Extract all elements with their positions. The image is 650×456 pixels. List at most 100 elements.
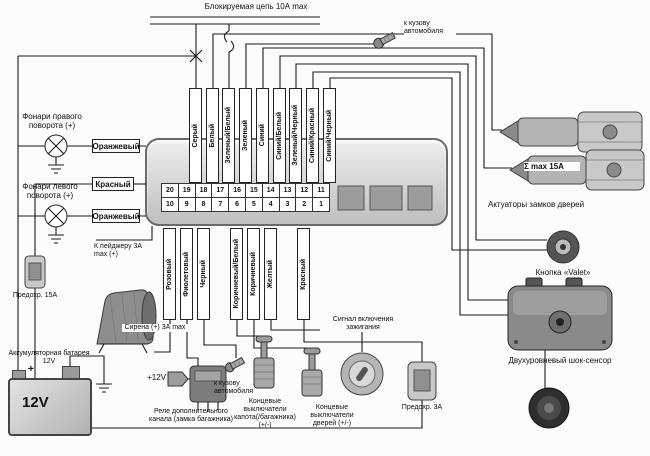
fuse-3a-label: Предохр. 3А xyxy=(401,404,443,411)
ground-icon xyxy=(48,227,64,244)
pin: 16 xyxy=(228,183,246,198)
shock-sensor-mic xyxy=(528,387,570,429)
fuse-3a xyxy=(407,361,437,401)
siren xyxy=(96,289,157,354)
body-bolt-icon xyxy=(224,356,246,373)
wire-label-text: Желтый xyxy=(267,259,274,289)
wire-label-top: Белый xyxy=(206,88,219,183)
pin: 2 xyxy=(295,197,314,212)
unit-connectors xyxy=(337,185,433,211)
label-text: Оранжевый xyxy=(92,141,140,151)
wire-label-top: Зеленый xyxy=(239,88,252,183)
orange-wire-label: Оранжевый xyxy=(92,209,140,223)
right-turn-lamp-icon xyxy=(44,134,68,158)
pin: 1 xyxy=(312,197,330,212)
wire-label-text: Розовый xyxy=(166,258,173,290)
pin-strip: 20 19 18 17 16 15 14 13 12 11 10 9 8 7 6… xyxy=(161,183,330,212)
plus12v-label: +12V xyxy=(147,373,166,382)
valet-label: Кнопка «Valet» xyxy=(535,268,591,277)
ground-icon xyxy=(69,355,112,393)
to-body-label-top: к кузову автомобиля xyxy=(404,20,456,37)
wire-label-bottom: Коричневый xyxy=(247,228,260,320)
pin: 12 xyxy=(295,183,314,198)
wire-label-text: Красный xyxy=(300,258,307,290)
door-switch xyxy=(301,347,323,397)
actuators-label: Актуаторы замков дверей xyxy=(488,200,585,209)
pin: 18 xyxy=(194,183,213,198)
hood-switches-label: Концевые выключатели капота(/багажника) … xyxy=(234,398,296,430)
wire-label-text: Белый xyxy=(209,123,216,148)
pin: 10 xyxy=(161,197,179,212)
pin: 7 xyxy=(211,197,230,212)
wire-label-bottom: Красный xyxy=(297,228,310,320)
left-turn-lamp-icon xyxy=(44,204,68,228)
wire-label-bottom: Розовый xyxy=(163,228,176,320)
orange-wire-label: Оранжевый xyxy=(92,139,140,153)
pin: 15 xyxy=(244,183,263,198)
fuse-15a xyxy=(24,255,46,289)
sum-current-label: Σ max 15A xyxy=(524,162,580,172)
ground-icon xyxy=(48,157,64,174)
wire-label-top: Синий/Черный xyxy=(323,88,336,183)
pin: 4 xyxy=(261,197,280,212)
left-turn-label: Фонари левого поворота (+) xyxy=(22,182,78,201)
pin: 8 xyxy=(194,197,213,212)
door-switches-label: Концевые выключатели дверей (+/-) xyxy=(310,404,354,428)
battery-plus-sign: + xyxy=(28,364,34,375)
wire-cut-icon xyxy=(223,30,230,43)
ignition-label: Сигнал включения зажигания xyxy=(320,316,406,333)
wire-label-text: Зеленый/Белый xyxy=(225,107,232,164)
ignition-switch xyxy=(340,352,384,396)
wire-label-bottom: Фиолетовый xyxy=(180,228,193,320)
battery-voltage: 12V xyxy=(22,394,49,411)
shock-sensor xyxy=(507,277,613,351)
label-text: Красный xyxy=(95,179,131,189)
valet-button xyxy=(546,230,580,264)
wire-label-text: Синий/Белый xyxy=(276,111,283,160)
wire-label-text: Синий/Красный xyxy=(309,108,316,163)
pin: 14 xyxy=(261,183,280,198)
wire-label-top: Зеленый/Белый xyxy=(222,88,235,183)
relay-label: Реле дополнительного канала (замка багаж… xyxy=(148,408,234,424)
wire-label-text: Зеленый/Черный xyxy=(292,105,299,166)
wire-label-top: Зеленый/Черный xyxy=(289,88,302,183)
plus12v-plug-icon xyxy=(167,371,189,387)
wire-label-text: Серый xyxy=(192,123,199,148)
wire-label-bottom: Желтый xyxy=(264,228,277,320)
pin: 11 xyxy=(312,183,330,198)
pin: 5 xyxy=(244,197,263,212)
pin: 3 xyxy=(278,197,297,212)
pin: 17 xyxy=(211,183,230,198)
battery-terminal xyxy=(62,366,80,379)
body-bolt-icon xyxy=(373,31,396,49)
wire-label-top: Синий/Красный xyxy=(306,88,319,183)
right-turn-label: Фонари правого поворота (+) xyxy=(22,112,82,131)
pin: 20 xyxy=(161,183,179,198)
fuse-15a-label: Предохр. 15А xyxy=(12,292,58,299)
wire-label-top: Серый xyxy=(189,88,202,183)
wire-label-text: Коричневый xyxy=(250,252,257,296)
battery-caption: Аккумуляторная батарея 12V xyxy=(8,350,90,366)
siren-label: Сирена (+) 3А max xyxy=(122,324,188,333)
wires xyxy=(17,16,547,429)
shock-sensor-label: Двухуровневый шок-сенсор xyxy=(508,356,612,365)
wire-label-text: Коричневый/Белый xyxy=(233,239,240,309)
pager-label: К пейджеру 3А max (+) xyxy=(94,243,143,259)
wire-label-text: Зеленый xyxy=(242,119,249,152)
relay xyxy=(189,365,227,403)
pin: 9 xyxy=(177,197,196,212)
pin-row-top: 20 19 18 17 16 15 14 13 12 11 xyxy=(161,183,330,198)
battery xyxy=(8,378,92,436)
pin: 13 xyxy=(278,183,297,198)
wire-label-text: Синий xyxy=(259,124,266,147)
wire-label-text: Синий/Черный xyxy=(326,109,333,162)
wire-label-bottom: Черный xyxy=(197,228,210,320)
pin: 6 xyxy=(228,197,246,212)
label-text: Оранжевый xyxy=(92,211,140,221)
pin: 19 xyxy=(177,183,196,198)
to-body-label-bottom: к кузову автомобиля xyxy=(214,380,253,396)
pin-row-bottom: 10 9 8 7 6 5 4 3 2 1 xyxy=(161,197,330,212)
wire-label-top: Синий xyxy=(256,88,269,183)
